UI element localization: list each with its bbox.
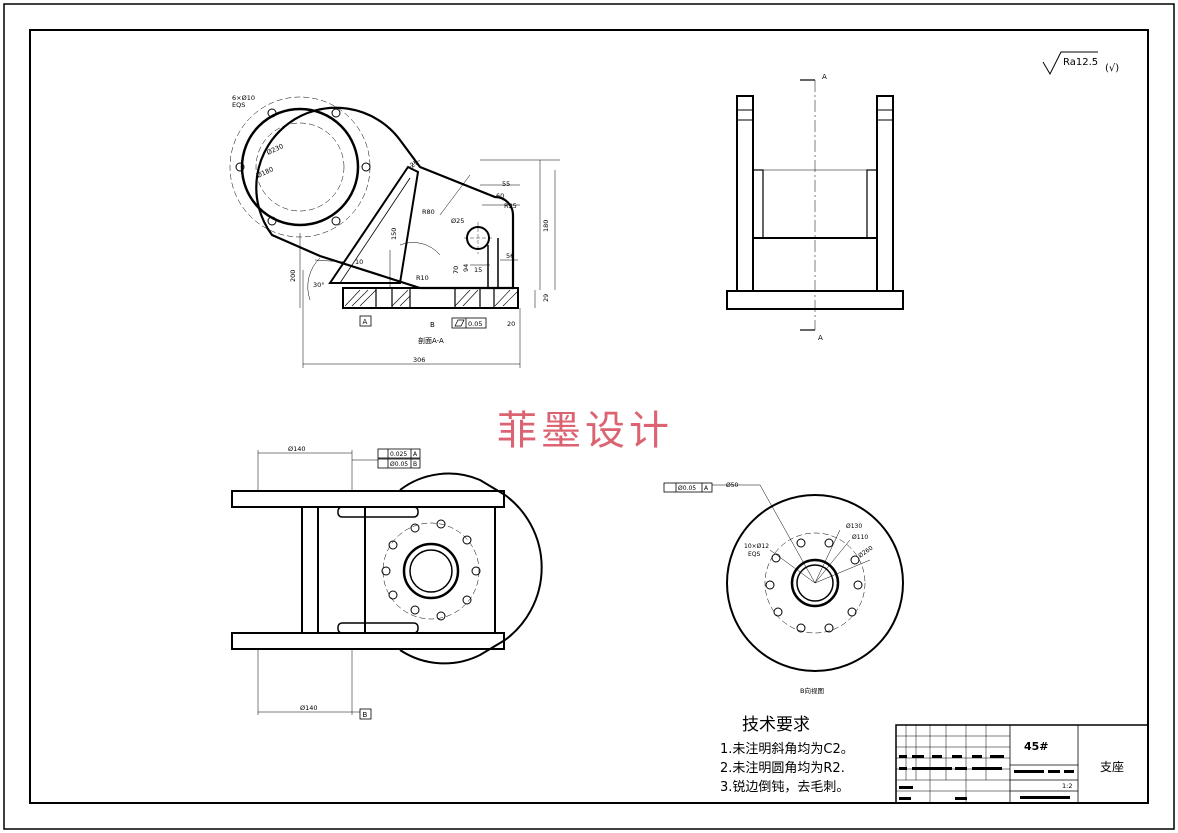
dim-306: 306 <box>413 356 425 364</box>
outer-border <box>3 3 1175 830</box>
dim-94: 94 <box>462 264 470 272</box>
roughness-value: Ra12.5 <box>1063 57 1098 68</box>
tech-req-line-1: 1.未注明斜角均为C2。 <box>720 742 854 757</box>
dim-150: 150 <box>390 228 398 240</box>
top-bolt-holes <box>381 519 481 621</box>
section-caption: 剖面A-A <box>418 336 444 345</box>
tech-req-title: 技术要求 <box>742 715 810 735</box>
flatness-frame <box>451 317 487 329</box>
dim-55: 55 <box>502 180 510 188</box>
tech-req-line-3: 3.锐边倒钝，去毛刺。 <box>720 780 850 795</box>
b-dim-phi50: Ø50 <box>726 482 739 489</box>
dim-200: 200 <box>289 270 297 282</box>
dim-angle30: 30° <box>313 281 325 289</box>
b-bolt-holes <box>765 538 863 633</box>
roughness-symbol: Ra12.5 (√) <box>1042 51 1119 76</box>
dim-180: 180 <box>542 220 550 232</box>
dim-70: 70 <box>452 266 460 274</box>
top-dim-top: Ø140 <box>288 445 306 453</box>
bore-circle <box>240 107 360 227</box>
b-caption: B向视图 <box>800 686 824 695</box>
b-view: Ø0.05 A Ø50 10×Ø12 EQS Ø130 Ø110 Ø260 B向… <box>663 482 904 695</box>
cut-a-top: A <box>822 73 827 81</box>
watermark: 菲墨设计 <box>497 408 673 454</box>
b-hole-note: 10×Ø12 <box>744 543 769 550</box>
cut-a-bottom: A <box>818 334 823 342</box>
material-label: 45# <box>1024 740 1049 753</box>
dim-r10: R10 <box>416 274 429 282</box>
section-hole-note: 6×Ø10 <box>232 94 255 102</box>
top-datum-b: B <box>363 711 368 719</box>
datum-a-label: A <box>363 318 368 326</box>
b-tol-value: Ø0.05 <box>678 485 696 492</box>
inner-border <box>29 29 1149 804</box>
flatness-value: 0.05 <box>468 320 482 328</box>
tech-req-line-2: 2.未注明圆角均为R2. <box>720 761 845 776</box>
bolt-circle <box>229 96 371 238</box>
top-dim-bottom: Ø140 <box>300 704 318 712</box>
dim-25: 25 <box>409 158 420 169</box>
section-hole-eqs: EQS <box>232 101 245 109</box>
dim-hole: Ø25 <box>451 217 464 225</box>
part-name: 支座 <box>1100 759 1124 774</box>
bolt-holes <box>235 108 371 226</box>
b-hole-eqs: EQS <box>748 551 761 558</box>
b-tol-datum: A <box>704 485 709 492</box>
roughness-suffix: (√) <box>1105 63 1119 74</box>
title-block: 45# 支座 1:2 <box>895 724 1149 804</box>
dim-r35: R35 <box>504 202 517 210</box>
dim-15: 15 <box>474 266 482 274</box>
b-dim-260: Ø260 <box>857 545 874 560</box>
dim-60: 60 <box>496 192 504 200</box>
tol2-value: Ø0.05 <box>390 461 408 468</box>
dim-r80: R80 <box>422 208 435 216</box>
tol1-value: 0.025 <box>390 451 407 458</box>
top-view: Ø140 Ø140 0.025 A Ø0.05 B B <box>231 445 543 720</box>
dim-20: 20 <box>507 320 515 328</box>
b-dim-130: Ø130 <box>846 523 862 530</box>
b-dim-110: Ø110 <box>852 534 868 541</box>
section-view-aa: 6×Ø10 EQS Ø230 Ø180 R80 Ø25 R35 55 60 18… <box>229 94 560 368</box>
dim-29: 29 <box>542 294 550 302</box>
datum-b-label: B <box>430 321 435 329</box>
dim-56: 56 <box>506 252 514 260</box>
datum-a-box <box>359 315 372 327</box>
front-view: A A <box>726 73 904 342</box>
tol2-datum: B <box>413 461 417 468</box>
scale-value: 1:2 <box>1062 782 1072 790</box>
dim-10: 10 <box>355 258 363 266</box>
tol1-datum: A <box>413 451 418 458</box>
